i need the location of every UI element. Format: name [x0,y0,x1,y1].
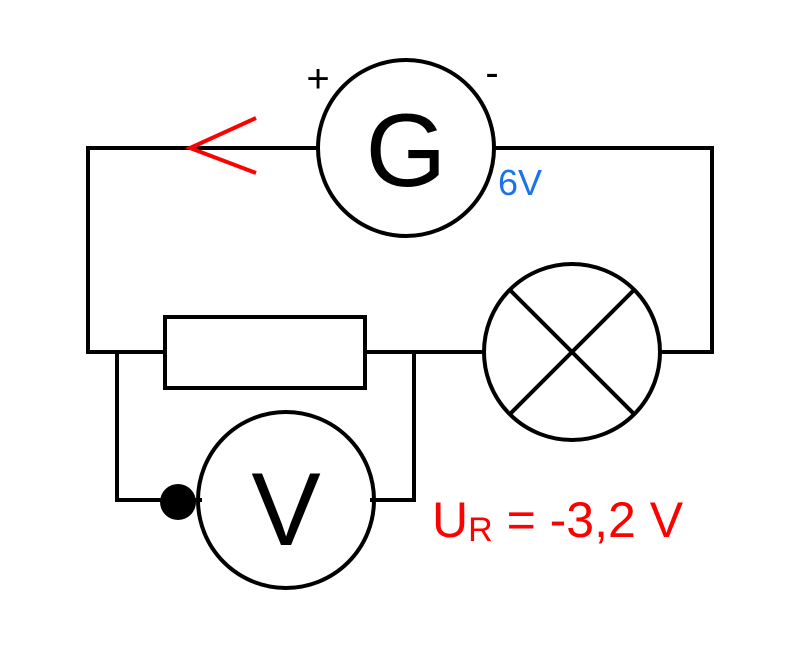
voltmeter-circle [196,410,376,590]
measurement-value: = -3,2 V [493,492,684,548]
generator-circle [316,58,496,238]
generator-voltage: 6V [498,162,542,203]
wire-voltmeter-left [115,350,202,502]
resistor-icon [163,315,367,390]
wire-top-right [492,146,714,354]
measurement-readout: UR = -3,2 V [432,492,684,549]
minus-terminal-label: - [485,51,498,95]
generator: G + - 6V [306,51,542,238]
current-arrow-icon [184,116,257,175]
measurement-subscript: R [468,511,493,549]
com-terminal-dot-icon [160,484,196,520]
voltmeter: V [160,410,376,590]
plus-terminal-label: + [306,57,329,101]
lamp-circle [482,262,662,442]
generator-symbol: G [366,93,447,209]
measurement-quantity: U [432,492,468,548]
wire-voltmeter-right [370,350,416,502]
lamp-cross-line [507,287,637,417]
wire-top-left [86,146,320,354]
circuit-wires [86,146,714,502]
voltmeter-symbol: V [251,452,320,568]
lamp [482,262,662,442]
